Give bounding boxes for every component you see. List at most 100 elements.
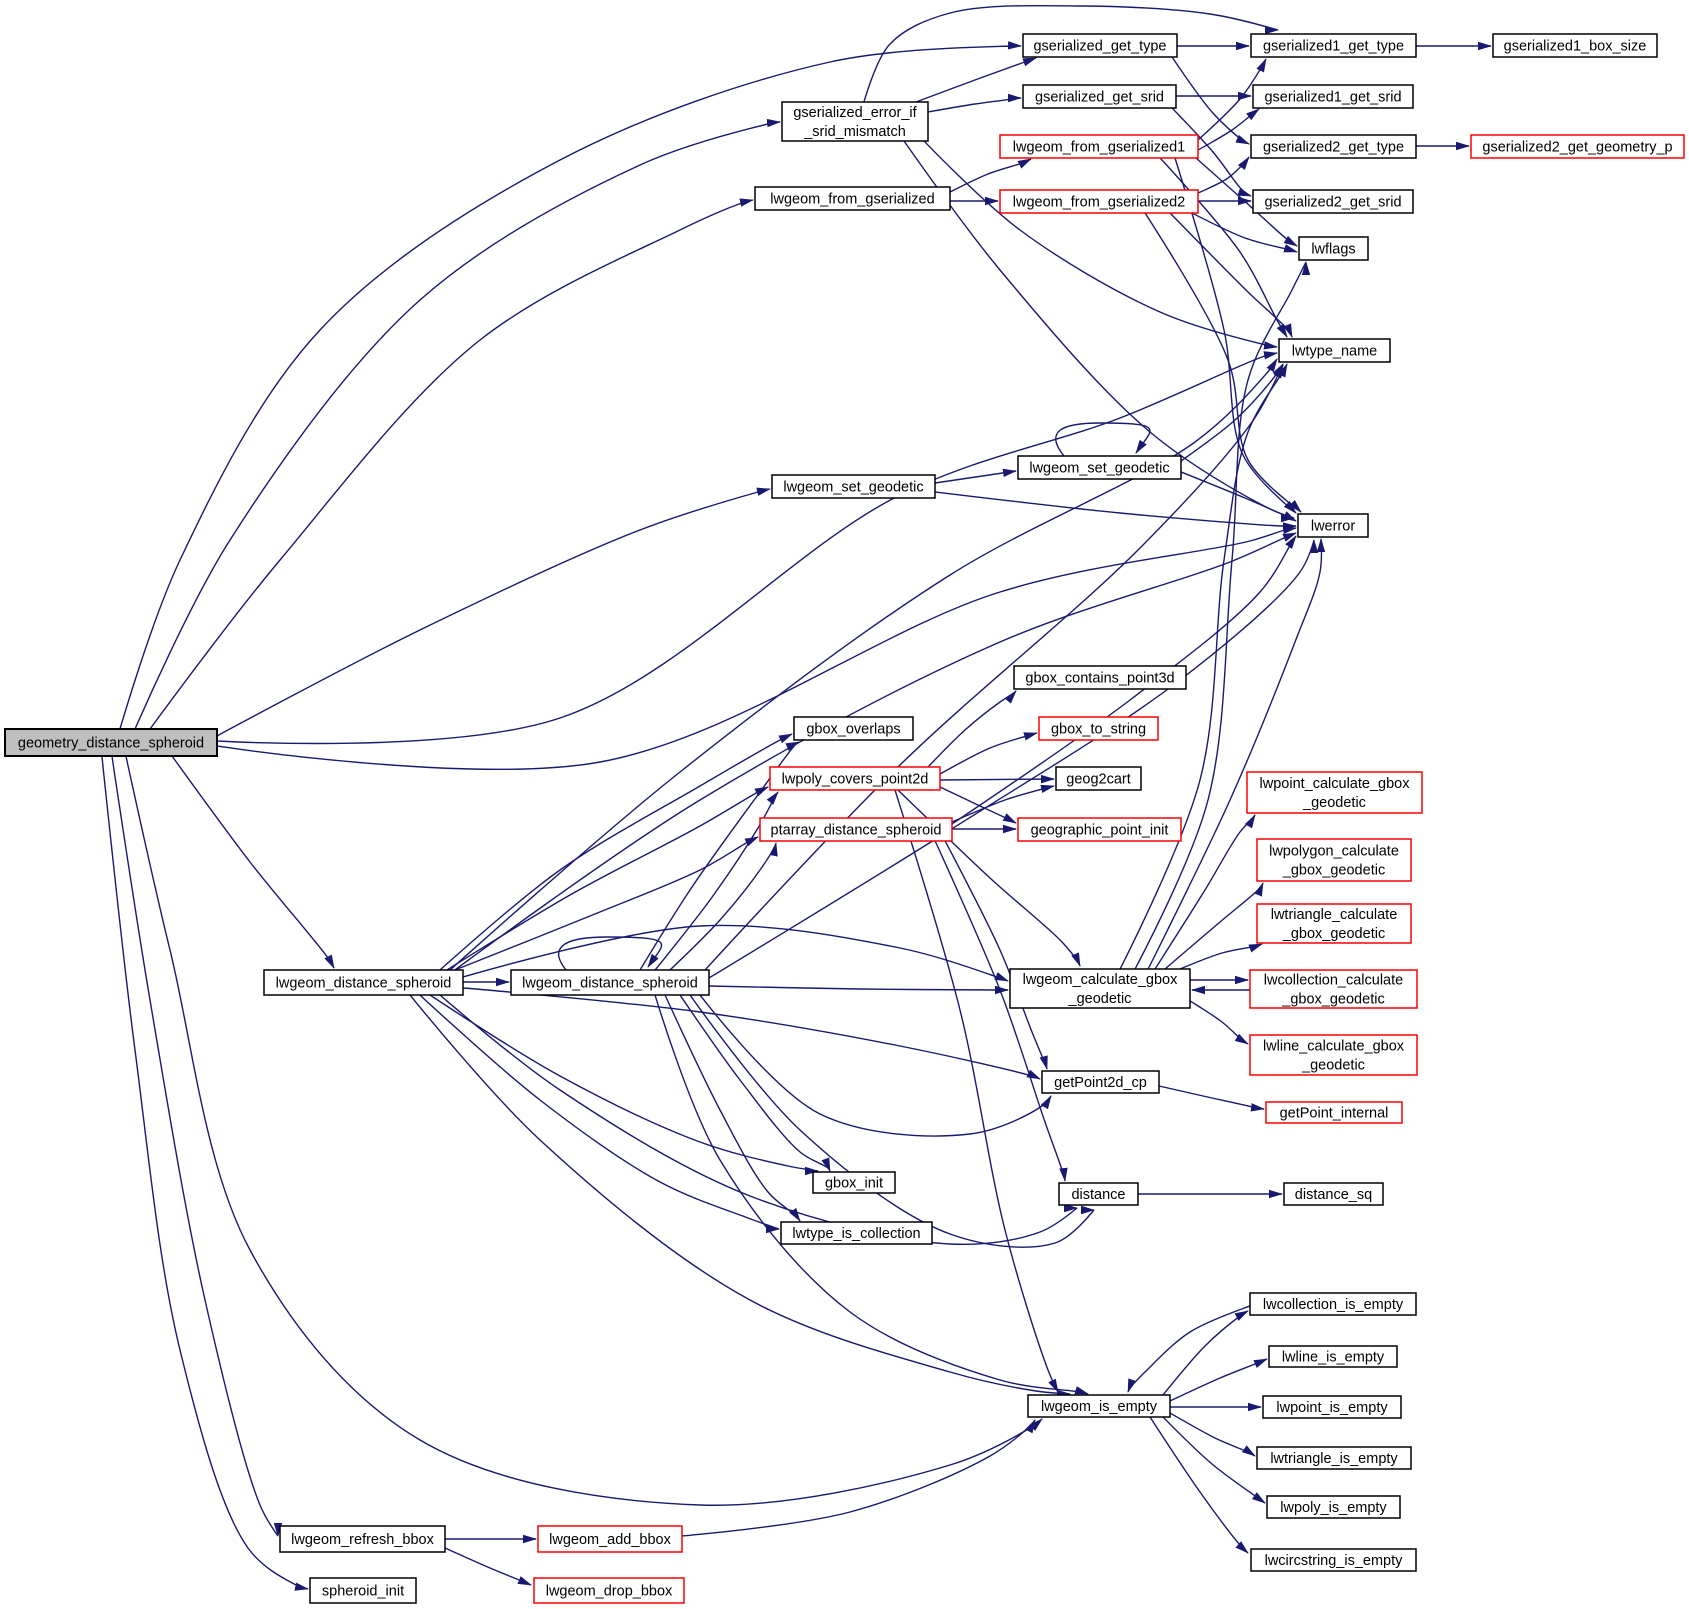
node-add_bbox[interactable]: lwgeom_add_bbox	[537, 1525, 683, 1553]
node-box-calc_gbox[interactable]	[1009, 968, 1191, 1009]
node-ptarray_dist[interactable]: ptarray_distance_spheroid	[759, 817, 953, 842]
node-box-get_srid2[interactable]	[1252, 189, 1414, 214]
node-poly_is_empty[interactable]: lwpoly_is_empty	[1266, 1495, 1401, 1519]
node-box-poly_is_empty[interactable]	[1266, 1495, 1401, 1519]
node-box-box_size1[interactable]	[1492, 33, 1658, 58]
node-getpoint2d[interactable]: getPoint2d_cp	[1041, 1070, 1160, 1094]
node-from_gser[interactable]: lwgeom_from_gserialized	[754, 186, 951, 211]
node-distance[interactable]: distance	[1058, 1182, 1139, 1206]
node-box-is_empty[interactable]	[1027, 1394, 1171, 1418]
node-refresh_bbox[interactable]: lwgeom_refresh_bbox	[279, 1525, 446, 1553]
node-gbox_init[interactable]: gbox_init	[812, 1171, 896, 1194]
node-box-refresh_bbox[interactable]	[279, 1525, 446, 1553]
node-gbox_contains[interactable]: gbox_contains_point3d	[1013, 665, 1187, 690]
node-lwflags[interactable]: lwflags	[1298, 236, 1369, 261]
node-box-from_gser2[interactable]	[999, 189, 1199, 214]
node-lds1[interactable]: lwgeom_distance_spheroid	[263, 969, 464, 996]
node-srid_mismatch[interactable]: gserialized_error_if_srid_mismatch	[781, 101, 929, 142]
node-lwtype_name[interactable]: lwtype_name	[1278, 338, 1391, 363]
node-box-from_gser1[interactable]	[999, 134, 1199, 159]
node-circ_is_empty[interactable]: lwcircstring_is_empty	[1250, 1548, 1417, 1572]
node-gbox_overlaps[interactable]: gbox_overlaps	[793, 716, 914, 741]
node-box-lwtype_is_coll[interactable]	[780, 1221, 933, 1245]
node-box-from_gser[interactable]	[754, 186, 951, 211]
node-box-getpoint2d[interactable]	[1041, 1070, 1160, 1094]
node-box-set_geo_r[interactable]	[1017, 455, 1182, 480]
node-distance_sq[interactable]: distance_sq	[1283, 1182, 1384, 1206]
node-box-circ_is_empty[interactable]	[1250, 1548, 1417, 1572]
node-point_is_empty[interactable]: lwpoint_is_empty	[1262, 1395, 1402, 1419]
node-box-lwpoly_covers[interactable]	[769, 766, 941, 791]
node-lwerror[interactable]: lwerror	[1297, 513, 1369, 538]
node-lds2[interactable]: lwgeom_distance_spheroid	[510, 969, 710, 996]
node-get_type2[interactable]: gserialized2_get_type	[1250, 134, 1417, 159]
node-gbox_to_string[interactable]: gbox_to_string	[1038, 716, 1159, 741]
node-box-lwflags[interactable]	[1298, 236, 1369, 261]
node-box-gbox_contains[interactable]	[1013, 665, 1187, 690]
node-box-lwline_calc[interactable]	[1249, 1034, 1418, 1076]
node-box-geo_pt_init[interactable]	[1017, 817, 1182, 842]
node-box-coll_is_empty[interactable]	[1249, 1292, 1417, 1316]
node-box-set_geo_l[interactable]	[771, 474, 936, 499]
node-set_geo_r[interactable]: lwgeom_set_geodetic	[1017, 455, 1182, 480]
node-calc_gbox[interactable]: lwgeom_calculate_gbox_geodetic	[1009, 968, 1191, 1009]
node-lwline_calc[interactable]: lwline_calculate_gbox_geodetic	[1249, 1034, 1418, 1076]
node-box-lwtriangle_calc[interactable]	[1256, 903, 1412, 944]
node-get_geom_p2[interactable]: gserialized2_get_geometry_p	[1470, 134, 1685, 159]
node-box-point_is_empty[interactable]	[1262, 1395, 1402, 1419]
node-box-gds[interactable]	[4, 728, 218, 757]
node-lwtype_is_coll[interactable]: lwtype_is_collection	[780, 1221, 933, 1245]
node-box-get_srid[interactable]	[1022, 84, 1177, 109]
node-box-gbox_to_string[interactable]	[1038, 716, 1159, 741]
node-box-distance_sq[interactable]	[1283, 1182, 1384, 1206]
node-box-lwerror[interactable]	[1297, 513, 1369, 538]
node-box-tri_is_empty[interactable]	[1256, 1446, 1412, 1470]
node-geo_pt_init[interactable]: geographic_point_init	[1017, 817, 1182, 842]
node-box-getpoint_int[interactable]	[1265, 1101, 1403, 1124]
node-lwpoint_calc[interactable]: lwpoint_calculate_gbox_geodetic	[1246, 771, 1423, 814]
node-get_type[interactable]: gserialized_get_type	[1022, 33, 1178, 58]
node-tri_is_empty[interactable]: lwtriangle_is_empty	[1256, 1446, 1412, 1470]
node-is_empty[interactable]: lwgeom_is_empty	[1027, 1394, 1171, 1418]
node-box-lwcoll_calc[interactable]	[1249, 969, 1418, 1009]
node-box-lds1[interactable]	[263, 969, 464, 996]
node-drop_bbox[interactable]: lwgeom_drop_bbox	[533, 1577, 685, 1604]
node-box-lwtype_name[interactable]	[1278, 338, 1391, 363]
node-from_gser1[interactable]: lwgeom_from_gserialized1	[999, 134, 1199, 159]
node-lwpoly_covers[interactable]: lwpoly_covers_point2d	[769, 766, 941, 791]
node-get_type1[interactable]: gserialized1_get_type	[1250, 33, 1417, 58]
node-box-get_type2[interactable]	[1250, 134, 1417, 159]
node-geog2cart[interactable]: geog2cart	[1055, 766, 1142, 791]
node-getpoint_int[interactable]: getPoint_internal	[1265, 1101, 1403, 1124]
node-get_srid2[interactable]: gserialized2_get_srid	[1252, 189, 1414, 214]
node-box-lds2[interactable]	[510, 969, 710, 996]
node-box-srid_mismatch[interactable]	[781, 101, 929, 142]
node-lwtriangle_calc[interactable]: lwtriangle_calculate_gbox_geodetic	[1256, 903, 1412, 944]
node-spheroid_init[interactable]: spheroid_init	[309, 1577, 417, 1604]
node-box-get_type[interactable]	[1022, 33, 1178, 58]
node-box-add_bbox[interactable]	[537, 1525, 683, 1553]
node-coll_is_empty[interactable]: lwcollection_is_empty	[1249, 1292, 1417, 1316]
node-box-gbox_overlaps[interactable]	[793, 716, 914, 741]
node-box-gbox_init[interactable]	[812, 1171, 896, 1194]
node-box-geog2cart[interactable]	[1055, 766, 1142, 791]
node-box-get_type1[interactable]	[1250, 33, 1417, 58]
node-lwcoll_calc[interactable]: lwcollection_calculate_gbox_geodetic	[1249, 969, 1418, 1009]
node-box-get_geom_p2[interactable]	[1470, 134, 1685, 159]
node-box-get_srid1[interactable]	[1252, 84, 1414, 109]
node-box-lwpolygon_calc[interactable]	[1256, 838, 1412, 882]
node-box-distance[interactable]	[1058, 1182, 1139, 1206]
node-box-ptarray_dist[interactable]	[759, 817, 953, 842]
node-set_geo_l[interactable]: lwgeom_set_geodetic	[771, 474, 936, 499]
node-from_gser2[interactable]: lwgeom_from_gserialized2	[999, 189, 1199, 214]
node-get_srid[interactable]: gserialized_get_srid	[1022, 84, 1177, 109]
node-box-line_is_empty[interactable]	[1268, 1345, 1398, 1368]
node-box-drop_bbox[interactable]	[533, 1577, 685, 1604]
node-line_is_empty[interactable]: lwline_is_empty	[1268, 1345, 1398, 1368]
node-gds[interactable]: geometry_distance_spheroid	[4, 728, 218, 757]
node-box-lwpoint_calc[interactable]	[1246, 771, 1423, 814]
node-box_size1[interactable]: gserialized1_box_size	[1492, 33, 1658, 58]
node-get_srid1[interactable]: gserialized1_get_srid	[1252, 84, 1414, 109]
node-box-spheroid_init[interactable]	[309, 1577, 417, 1604]
node-lwpolygon_calc[interactable]: lwpolygon_calculate_gbox_geodetic	[1256, 838, 1412, 882]
